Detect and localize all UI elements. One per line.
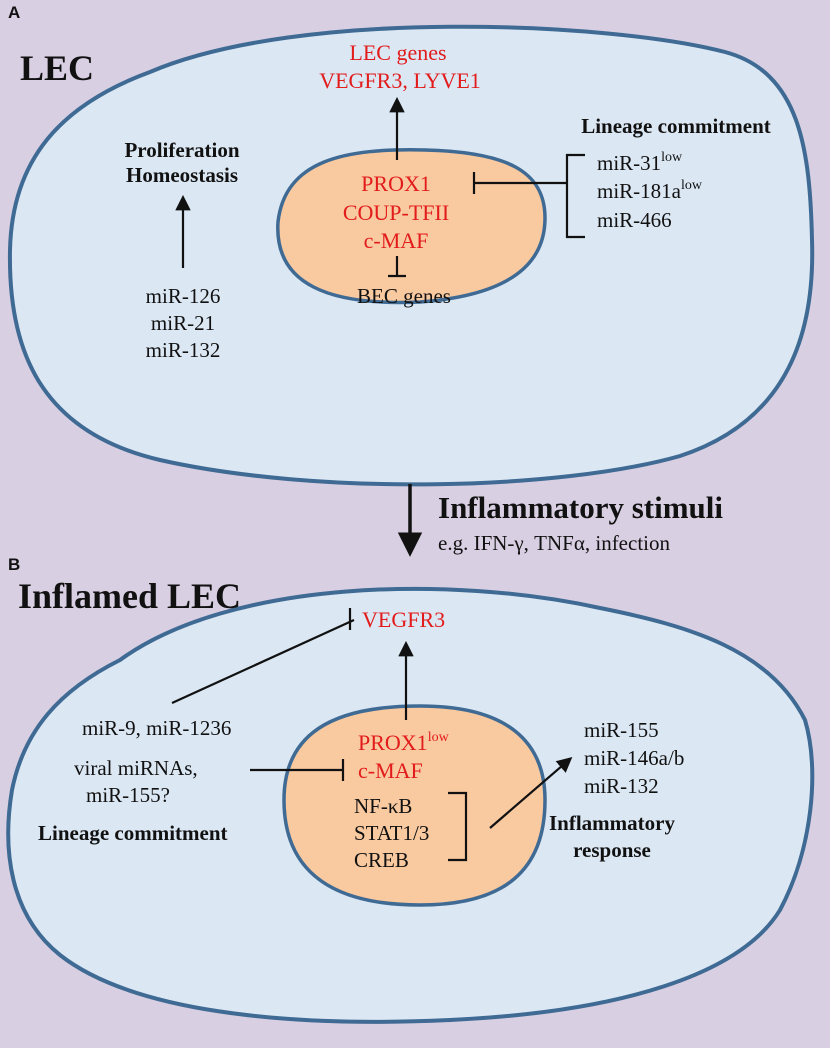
proliferation-label: Proliferation <box>124 138 239 162</box>
prox1-low-label: PROX1low <box>358 730 450 755</box>
mir-155-question-label: miR-155? <box>86 783 170 807</box>
vegfr3-lyve1-label: VEGFR3, LYVE1 <box>319 68 481 93</box>
panel-b-letter: B <box>8 555 20 574</box>
mir-466-label: miR-466 <box>597 208 672 232</box>
mir-21-label: miR-21 <box>151 311 215 335</box>
coup-tfii-label: COUP-TFII <box>343 200 449 225</box>
lec-genes-label: LEC genes <box>349 40 446 65</box>
c-maf-label: c-MAF <box>364 228 429 253</box>
cell-a-nucleus <box>276 148 547 305</box>
inflammatory-response-arrow <box>489 756 573 829</box>
lineage-commitment-title-a: Lineage commitment <box>581 114 771 138</box>
viral-mirnas-label: viral miRNAs, <box>74 756 198 780</box>
mir9-inhibition-line <box>171 618 355 705</box>
c-maf-label-b: c-MAF <box>358 758 423 783</box>
cell-b-nucleus <box>282 704 547 907</box>
lineage-commitment-title-b: Lineage commitment <box>38 821 228 845</box>
mir-181a-label: miR-181alow <box>597 178 703 203</box>
inflammatory-tf-bracket <box>448 791 468 862</box>
creb-label: CREB <box>354 848 409 872</box>
inflammatory-stimuli-title: Inflammatory stimuli <box>438 490 723 525</box>
mir-155-label: miR-155 <box>584 718 659 742</box>
mir-146ab-label: miR-146a/b <box>584 746 684 770</box>
panel-a-letter: A <box>8 3 20 22</box>
mir-31-label: miR-31low <box>597 150 683 175</box>
response-label: response <box>573 838 651 862</box>
panel-b-title: Inflamed LEC <box>18 576 241 616</box>
mir-126-label: miR-126 <box>146 284 221 308</box>
inflammatory-label: Inflammatory <box>549 811 675 835</box>
stat1-3-label: STAT1/3 <box>354 821 429 845</box>
mir9-mir1236-label: miR-9, miR-1236 <box>82 716 231 740</box>
mir-132-label-b: miR-132 <box>584 774 659 798</box>
homeostasis-label: Homeostasis <box>126 163 238 187</box>
nf-kb-label: NF-κB <box>354 794 412 818</box>
mir-132-label: miR-132 <box>146 338 221 362</box>
vegfr3-label-b: VEGFR3 <box>362 607 445 632</box>
panel-a-title: LEC <box>20 48 94 88</box>
lineage-mirna-bracket <box>565 153 585 239</box>
prox1-label: PROX1 <box>361 171 431 196</box>
inflammatory-stimuli-examples: e.g. IFN-γ, TNFα, infection <box>438 531 670 555</box>
bec-genes-label: BEC genes <box>357 284 451 308</box>
